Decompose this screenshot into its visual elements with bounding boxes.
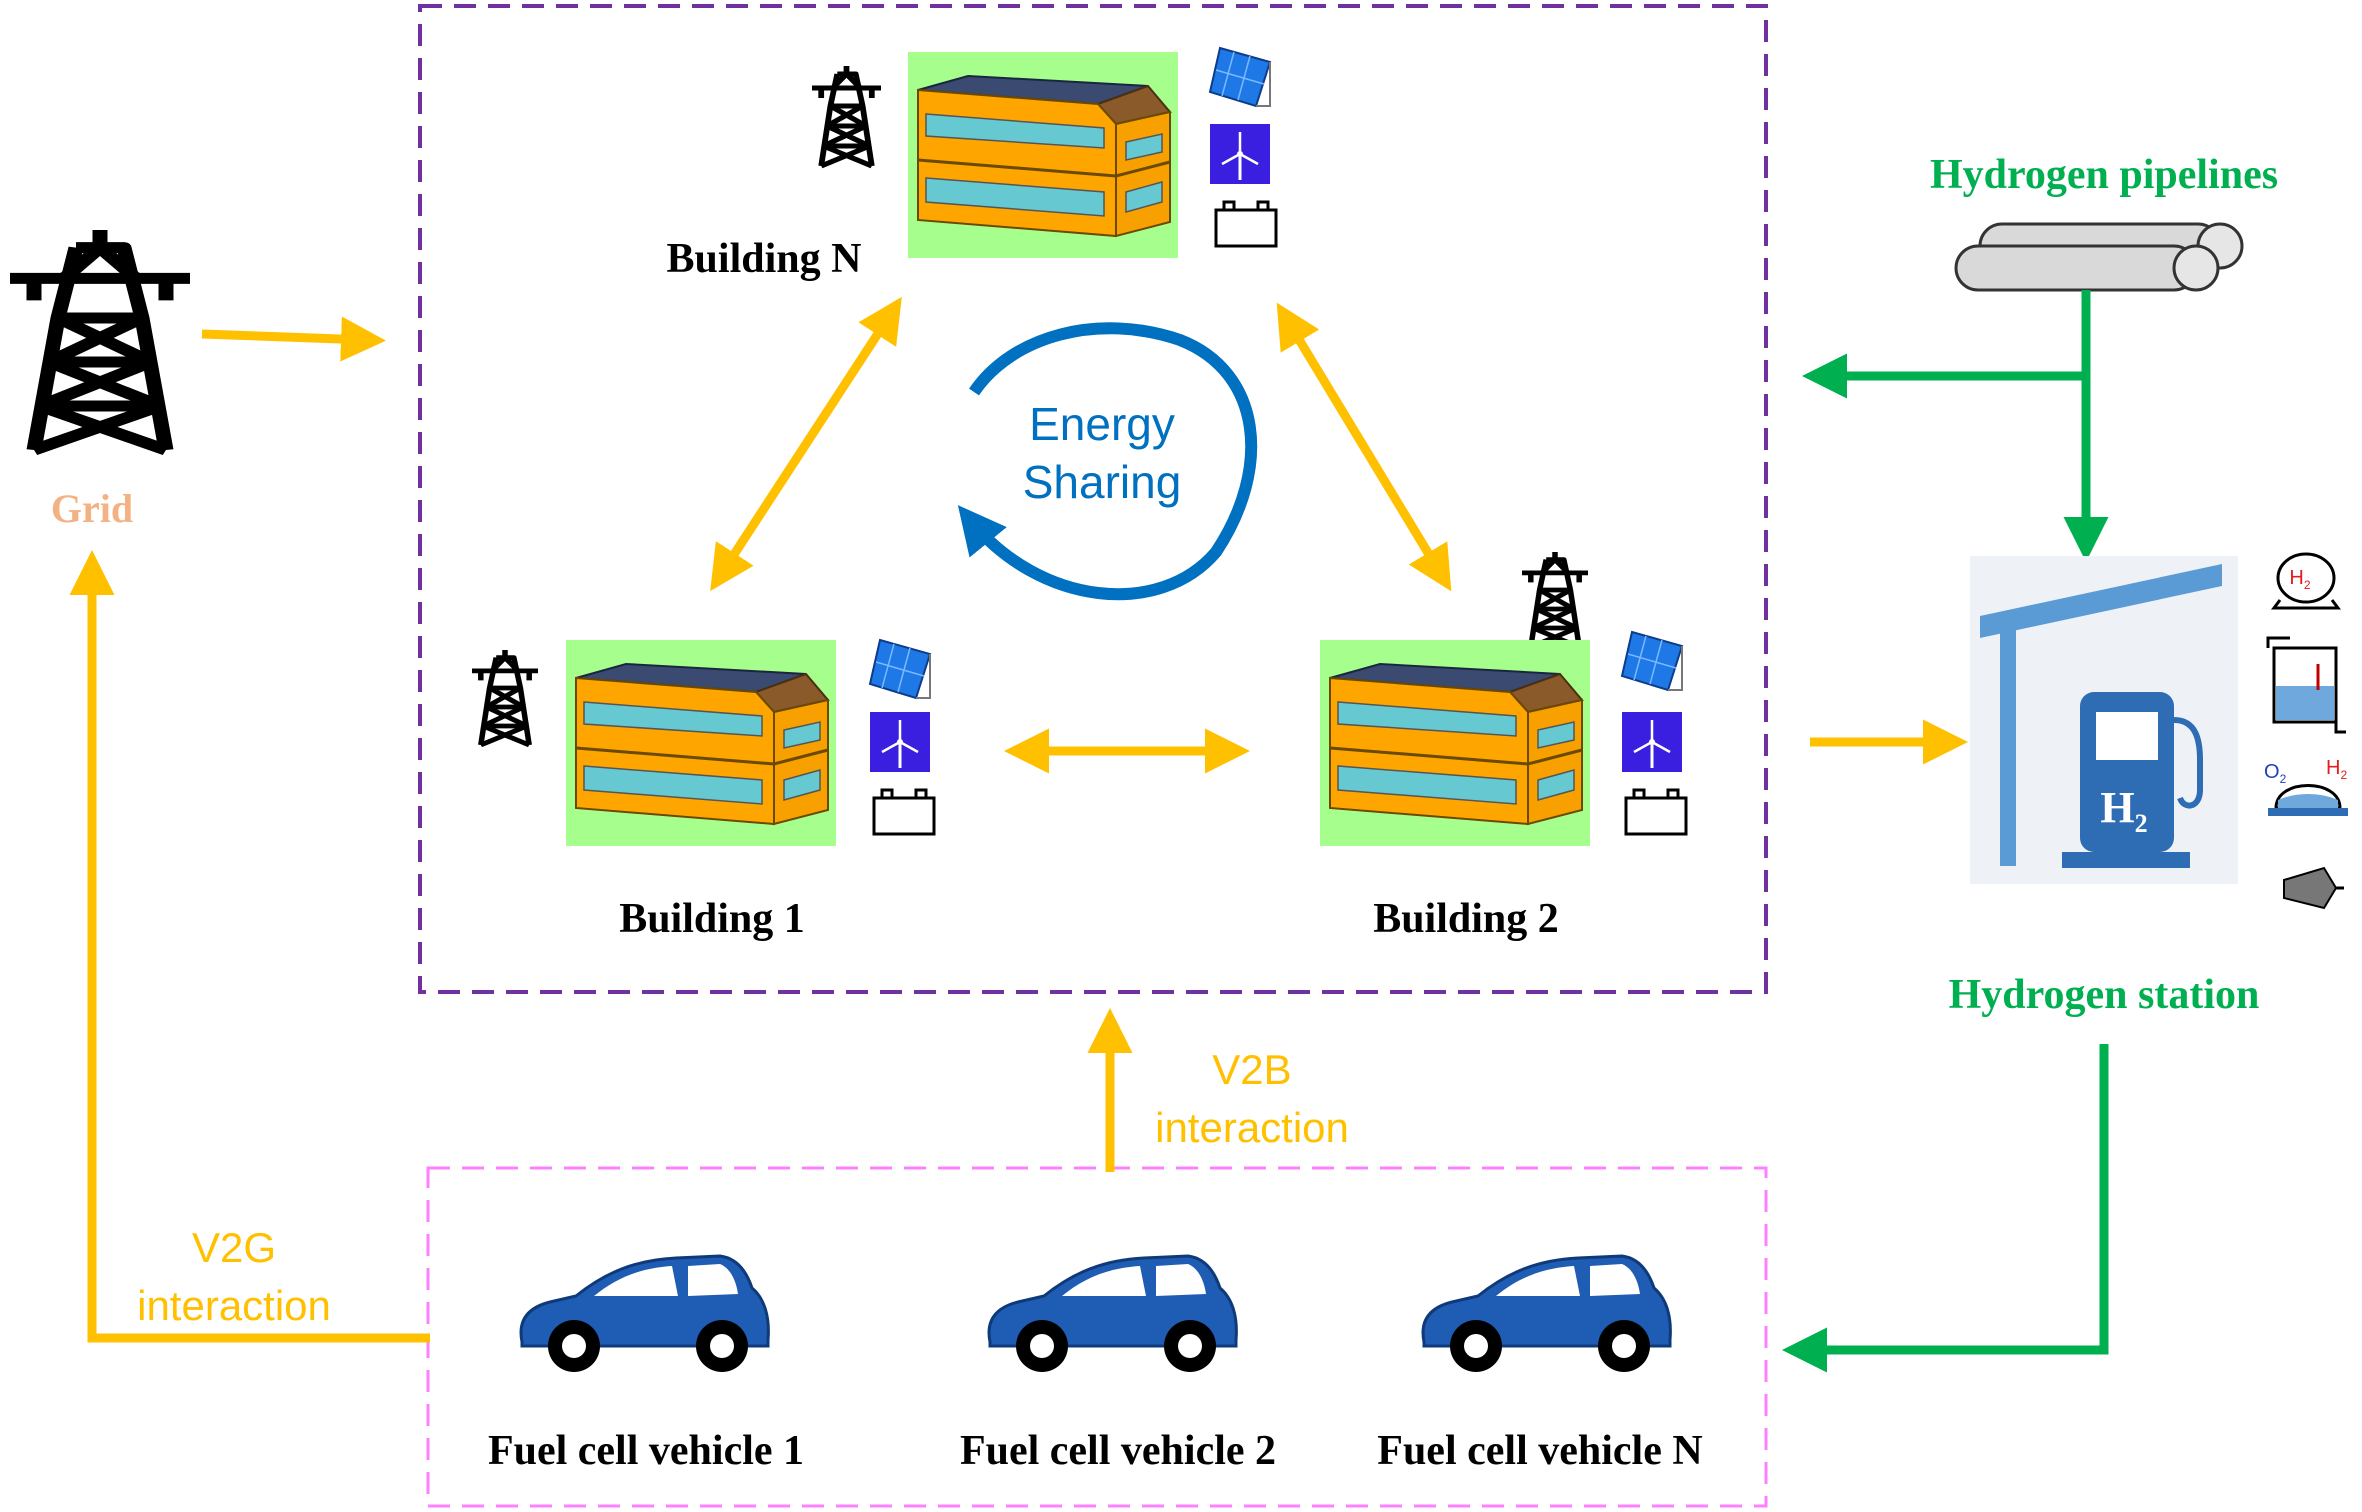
- vehicle-1-car-icon: [519, 1254, 770, 1374]
- electrolyzer-icon: O2 H2: [2264, 757, 2348, 816]
- pipeline-icon: [1954, 222, 2244, 292]
- building-group-border: [418, 4, 1768, 994]
- building-1-solar-icon: [869, 639, 931, 699]
- hydrogen-pipelines-label: Hydrogen pipelines: [1930, 152, 2278, 198]
- energy-sharing-label-line2: Sharing: [1023, 456, 1182, 508]
- grid-label: Grid: [51, 486, 133, 531]
- compressor-icon: [2283, 866, 2344, 910]
- building-n-to-2-arrow: [1276, 302, 1452, 592]
- building-2: [1318, 638, 1592, 848]
- building-2-solar-icon: [1621, 631, 1683, 691]
- hydrogen-tank-icon: H2: [2271, 552, 2341, 610]
- building-2-tower-icon: [1522, 552, 1588, 647]
- v2g-label-line2: interaction: [137, 1282, 331, 1329]
- fuel-pump-icon: H2: [2062, 692, 2203, 868]
- vehicle-2-car-icon: [987, 1254, 1238, 1374]
- energy-sharing-arrow: [957, 322, 1258, 601]
- vehicle-2-label: Fuel cell vehicle 2: [960, 1428, 1276, 1474]
- building-1: [564, 638, 838, 848]
- pump-h2-label: H2: [2100, 783, 2147, 838]
- electrolyzer-o2-label: O2: [2264, 761, 2287, 786]
- grid-tower-icon: [10, 230, 190, 450]
- building-n-battery-icon: [1214, 200, 1278, 248]
- building-1-to-n-arrow: [710, 296, 902, 592]
- v2g-label-line1: V2G: [192, 1224, 276, 1271]
- v2b-label-line2: interaction: [1155, 1104, 1349, 1151]
- vehicle-n-car-icon: [1421, 1254, 1672, 1374]
- building-1-label: Building 1: [619, 896, 805, 942]
- v2b-label-line1: V2B: [1212, 1046, 1291, 1093]
- hydrogen-station: H2: [1970, 556, 2238, 884]
- grid-to-buildings-arrow: [201, 316, 386, 362]
- electrolyzer-h2-label: H2: [2326, 757, 2347, 782]
- building-2-label: Building 2: [1373, 896, 1559, 942]
- building-2-battery-icon: [1624, 788, 1688, 836]
- building-1-tower-icon: [472, 650, 538, 745]
- building-n: [906, 50, 1180, 260]
- building-n-solar-icon: [1209, 47, 1271, 107]
- v2g-arrow: [69, 550, 430, 1343]
- building-n-tower-icon: [812, 66, 881, 166]
- energy-sharing-label-line1: Energy: [1029, 398, 1175, 450]
- building-n-wind-icon: [1208, 122, 1272, 186]
- vehicle-n-label: Fuel cell vehicle N: [1377, 1428, 1702, 1474]
- water-tank-icon: [2266, 636, 2346, 734]
- building-1-wind-icon: [868, 710, 932, 774]
- station-to-vehicles-arrow: [1782, 1044, 2109, 1373]
- vehicle-1-label: Fuel cell vehicle 1: [488, 1428, 804, 1474]
- building-2-wind-icon: [1620, 710, 1684, 774]
- building-1-battery-icon: [872, 788, 936, 836]
- tank-h2-label: H2: [2289, 567, 2310, 592]
- hydrogen-station-label: Hydrogen station: [1949, 972, 2260, 1018]
- building-n-label: Building N: [667, 236, 862, 282]
